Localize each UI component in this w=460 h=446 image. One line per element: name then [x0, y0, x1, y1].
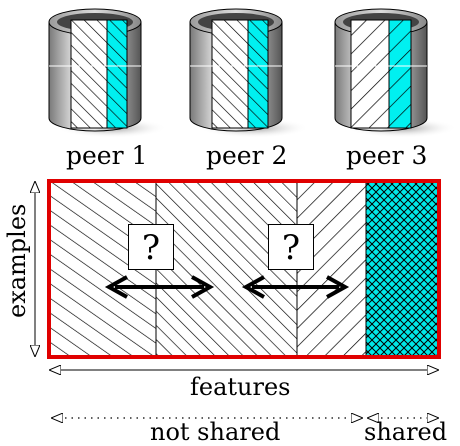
peer-1-label: peer 1 [66, 141, 148, 170]
peer-3-database-icon [334, 8, 457, 138]
features-axis-label: features [190, 373, 291, 401]
double-arrow-icon-left [104, 275, 215, 299]
question-box-icon-right: ? [268, 224, 314, 270]
matrix-border [47, 179, 441, 359]
peer-1-database-icon [48, 8, 167, 138]
peer-2-label: peer 2 [206, 141, 288, 170]
question-box-icon-left: ? [128, 224, 174, 270]
matrix-region-shared [366, 182, 438, 356]
peer-2-database-icon [189, 8, 309, 138]
data-matrix [47, 179, 441, 359]
shared-label: shared [364, 418, 448, 446]
double-arrow-icon-right [241, 275, 350, 299]
examples-axis-label: examples [3, 203, 31, 318]
not-shared-label: not shared [150, 418, 281, 446]
peer-3-label: peer 3 [346, 141, 428, 170]
